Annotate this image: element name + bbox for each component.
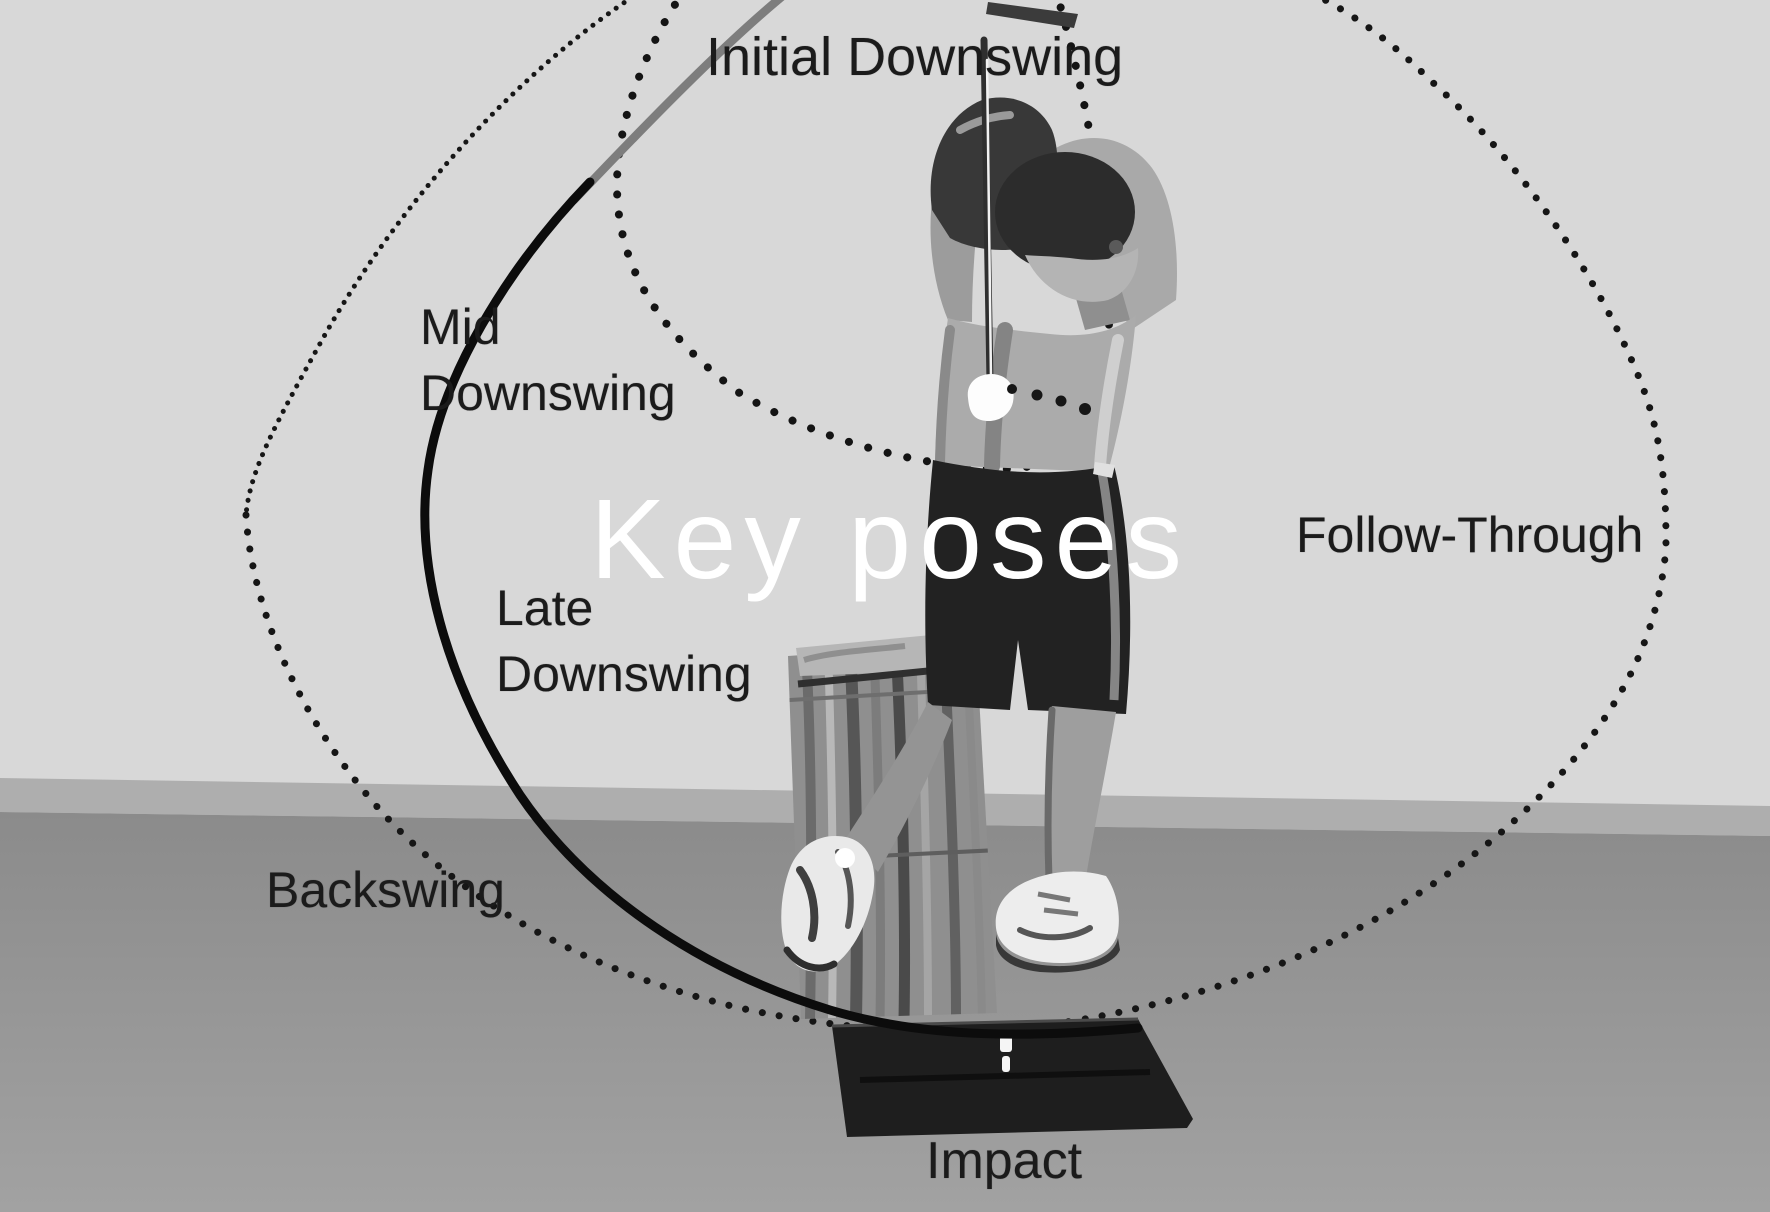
label-follow-through: Follow-Through [1296, 507, 1644, 563]
golf-club [967, 2, 1078, 422]
figure-title: Key poses [590, 476, 1190, 602]
inner-path-foreground-dots [1007, 384, 1091, 415]
label-impact: Impact [926, 1132, 1083, 1190]
golfer-right-shoe [995, 871, 1120, 973]
golfer-head [995, 152, 1135, 272]
label-initial-downswing: Initial Downswing [706, 27, 1124, 87]
club-grip [986, 2, 1078, 28]
label-backswing: Backswing [266, 862, 505, 918]
outer-swing-path-dotted [242, 0, 1670, 1035]
ball-tee [1000, 1036, 1012, 1072]
golfer-photo [781, 2, 1177, 973]
label-late-downswing: Late Downswing [496, 580, 752, 702]
golfer-left-shoe [781, 836, 875, 972]
cloth-on-box [796, 633, 962, 676]
golfer-shorts [925, 460, 1131, 714]
club-head [967, 374, 1014, 422]
label-mid-downswing: Mid Downswing [420, 299, 676, 421]
downswing-path-solid [420, 0, 1143, 1039]
